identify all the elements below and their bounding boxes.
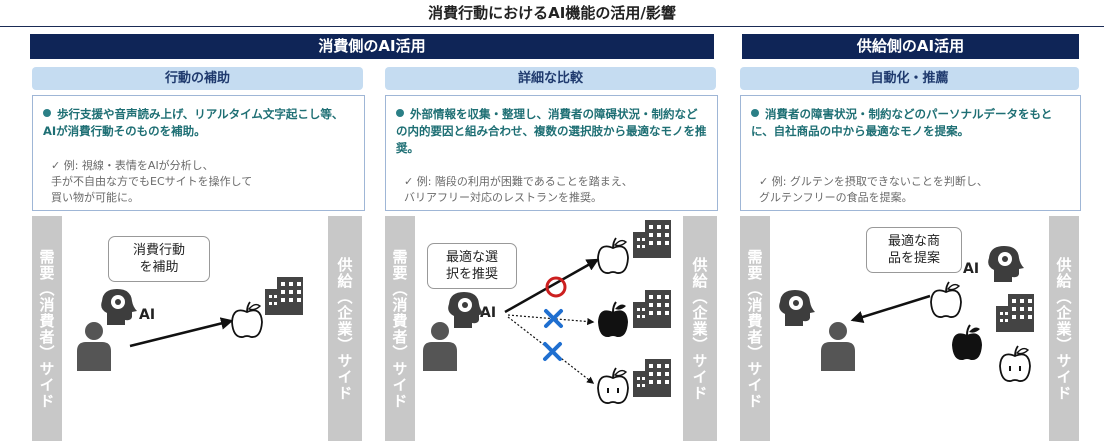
- panel3-arrow-icon: [850, 294, 931, 323]
- panel2-demand-side: 需要（消費者）サイド: [385, 216, 415, 441]
- panel2-bullet: 外部情報を収集・整理し、消費者の障碍状況・制約などの内的要因と組み合わせ、複数の…: [396, 107, 707, 155]
- panel2-cross-mark-icon-2: [543, 342, 562, 361]
- panel2-building-mid-icon: [633, 290, 671, 328]
- panel3-ai-head-customer-icon: [779, 290, 815, 326]
- panel1-bubble: 消費行動 を補助: [108, 236, 210, 282]
- panel1-supply-side: 供給（企業）サイド: [328, 216, 362, 441]
- panel3-apple-face-icon: [1000, 346, 1030, 381]
- panel2-circle-mark-icon: [545, 276, 567, 298]
- panel2-supply-side: 供給（企業）サイド: [683, 216, 717, 441]
- panel2-apple-mid-icon: [597, 301, 629, 339]
- panel3-building-icon: [996, 294, 1034, 332]
- panel1-bullet: 歩行支援や音声読み上げ、リアルタイム文字起こし等、AIが消費行動そのものを補助。: [43, 107, 344, 138]
- bullet-dot-icon: [751, 109, 759, 117]
- consumer-header: 消費側のAI活用: [30, 34, 714, 59]
- panel2-arrow-top-icon: [504, 258, 600, 314]
- panel3-ai-label: AI: [963, 261, 980, 277]
- panel1-demand-side: 需要（消費者）サイド: [32, 216, 62, 441]
- panel2-cross-mark-icon-1: [544, 309, 563, 328]
- panel2-example: ✓ 例: 階段の利用が困難であることを踏まえ、 バリアフリー対応のレストランを推…: [404, 175, 633, 204]
- panel3-person-icon: [821, 322, 855, 371]
- panel3-description: 消費者の障害状況・制約などのパーソナルデータをもとに、自社商品の中から最適なモノ…: [740, 95, 1081, 211]
- panel1-example: ✓ 例: 視線・表情をAIが分析し、 手が不自由な方でもECサイトを操作して 買…: [51, 159, 253, 204]
- title-divider: [0, 26, 1104, 27]
- panel3-supply-side: 供給（企業）サイド: [1049, 216, 1079, 441]
- panel1-building-icon: [265, 277, 303, 315]
- panel2-description: 外部情報を収集・整理し、消費者の障碍状況・制約などの内的要因と組み合わせ、複数の…: [385, 95, 718, 211]
- panel2-ai-head-icon: [448, 292, 484, 328]
- panel1-ai-head-icon: [101, 289, 137, 325]
- supplier-header: 供給側のAI活用: [742, 34, 1079, 59]
- panel3-bubble: 最適な商 品を提案: [866, 227, 962, 273]
- panel2-bubble: 最適な選 択を推奨: [427, 243, 517, 289]
- panel2-person-icon: [423, 322, 457, 371]
- panel2-apple-bottom-icon: [598, 368, 628, 403]
- panel1-ai-label: AI: [139, 307, 156, 323]
- panel3-demand-side: 需要（消費者）サイド: [740, 216, 770, 441]
- panel2-subtitle: 詳細な比較: [385, 67, 716, 90]
- panel2-ai-label: AI: [480, 305, 497, 321]
- panel1-subtitle: 行動の補助: [32, 67, 363, 90]
- panel1-description: 歩行支援や音声読み上げ、リアルタイム文字起こし等、AIが消費行動そのものを補助。…: [32, 95, 365, 211]
- panel1-arrow-icon: [129, 317, 234, 348]
- panel3-apple-black-icon: [951, 324, 983, 362]
- page-title: 消費行動におけるAI機能の活用/影響: [428, 4, 676, 22]
- panel3-subtitle: 自動化・推薦: [740, 67, 1079, 90]
- bullet-dot-icon: [43, 109, 51, 117]
- panel2-apple-top-icon: [597, 237, 629, 274]
- panel2-building-bottom-icon: [633, 359, 671, 397]
- panel3-example: ✓ 例: グルテンを摂取できないことを判断し、 グルテンフリーの食品を提案。: [759, 175, 988, 204]
- panel3-apple-top-icon: [930, 281, 962, 318]
- panel1-person-icon: [77, 322, 111, 371]
- panel1-apple-icon: [231, 301, 263, 338]
- panel2-building-top-icon: [633, 220, 671, 258]
- panel3-bullet: 消費者の障害状況・制約などのパーソナルデータをもとに、自社商品の中から最適なモノ…: [751, 107, 1053, 138]
- panel3-ai-head-supplier-icon: [988, 246, 1024, 282]
- bullet-dot-icon: [396, 109, 404, 117]
